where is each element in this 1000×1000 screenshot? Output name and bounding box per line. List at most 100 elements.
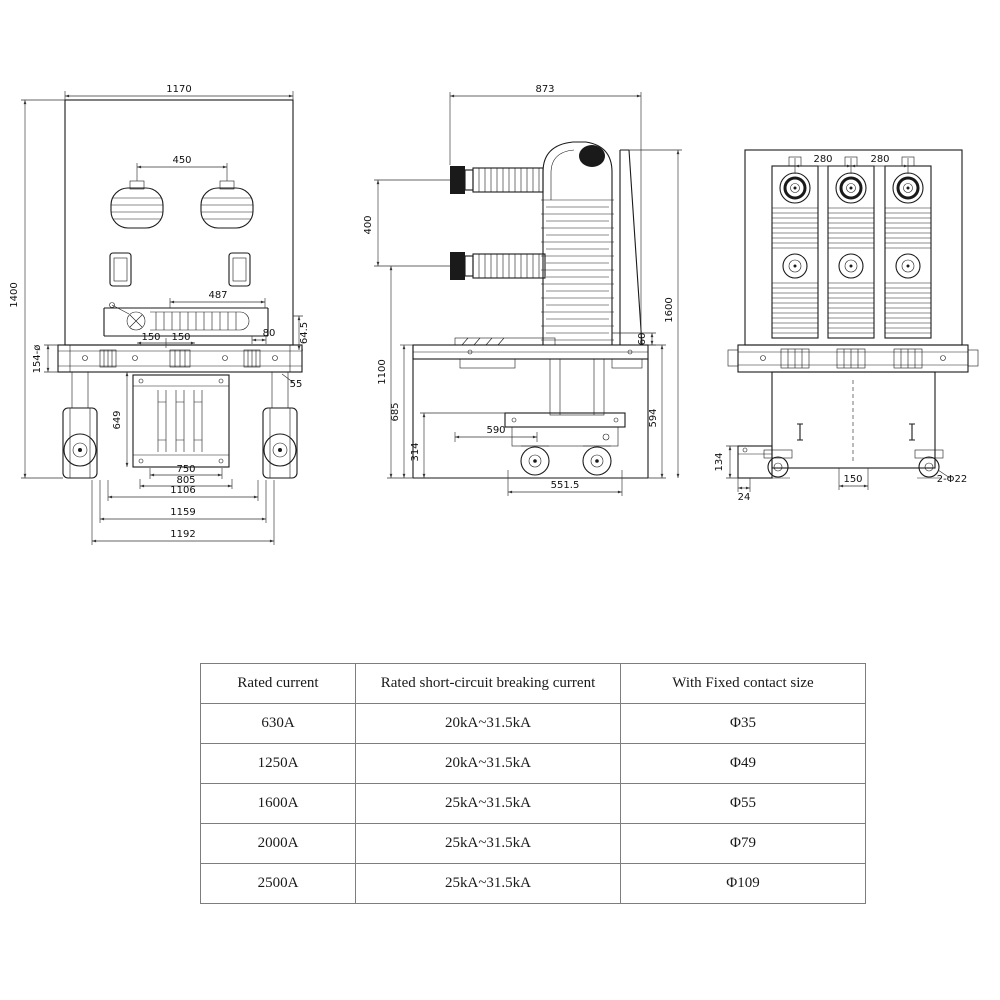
cell-rated-current: 2500A [200,863,356,904]
dim-label-side-height-594: 594 [648,408,659,427]
cell-rated-current: 1600A [200,783,356,824]
side-chassis [412,337,649,479]
dim-front-linkage-width: 487 [169,290,266,308]
rear-pole-2 [826,155,876,340]
dim-rear-width-150: 150 [838,468,869,490]
front-wheel-left [62,372,98,479]
col-header-contact-size: With Fixed contact size [620,663,866,704]
dim-label-front-pitch-150-a: 150 [141,332,160,343]
rear-caster-right [914,449,944,479]
dim-label-rear-offset-24: 24 [738,492,751,503]
col-header-rated-current: Rated current [200,663,356,704]
dim-label-side-height-1100: 1100 [377,359,388,384]
dim-front-edge-64-5: 64.5 [293,315,310,351]
front-window-right [228,252,251,287]
cell-rated-current: 630A [200,703,356,744]
dim-front-width-1159: 1159 [99,480,267,523]
table-row-2000a: 2000A 25kA~31.5kA Φ79 [200,823,866,864]
dim-side-offset-60: 60 [612,333,656,346]
dim-front-offset-80: 80 [251,328,276,344]
dim-label-front-linkage-width: 487 [208,290,227,301]
dim-label-front-overall-width: 1170 [166,84,191,95]
dim-front-hole-154: 154-ø [32,345,58,374]
dim-label-side-offset-60: 60 [637,333,648,346]
side-pole [541,141,614,345]
dim-rear-height-134: 134 [714,445,738,479]
table-row-1250a: 1250A 20kA~31.5kA Φ49 [200,743,866,784]
rear-accessory-box [737,445,773,479]
dim-label-front-gap-55: 55 [290,379,303,390]
cell-breaking-current: 25kA~31.5kA [355,783,621,824]
dim-rear-mounting-holes: 2-Φ22 [937,469,968,485]
front-interlock-mechanism [103,302,269,337]
dim-label-rear-height-134: 134 [714,452,725,471]
dim-label-side-height-685: 685 [390,402,401,421]
dim-rear-offset-24: 24 [738,478,751,503]
rear-caster-left [763,449,793,479]
dim-label-front-width-1106: 1106 [170,485,195,496]
cell-contact-size: Φ55 [620,783,866,824]
dim-side-arm-spacing-400: 400 [363,179,450,267]
cell-rated-current: 2000A [200,823,356,864]
dim-label-front-edge-64-5: 64.5 [299,322,310,344]
dim-rear-pole-pitch: 280 280 [794,154,909,174]
cell-contact-size: Φ49 [620,743,866,784]
dim-label-rear-width-150: 150 [843,474,862,485]
cell-contact-size: Φ109 [620,863,866,904]
dim-label-side-overall-depth: 873 [535,84,554,95]
dim-front-overall-width: 1170 [64,84,294,100]
cell-rated-current: 1250A [200,743,356,784]
rear-view: 280 280 134 24 150 2-Φ22 [714,149,979,503]
dim-label-rear-pole-pitch-a: 280 [813,154,832,165]
dim-label-side-width-590: 590 [486,425,505,436]
dim-label-front-width-805: 805 [176,475,195,486]
dim-front-width-750: 750 [149,464,223,479]
rear-pole-3 [883,155,933,340]
table-row-1600a: 1600A 25kA~31.5kA Φ55 [200,783,866,824]
cell-breaking-current: 20kA~31.5kA [355,703,621,744]
dim-label-rear-mounting-holes: 2-Φ22 [937,474,968,485]
dim-side-height-1100: 1100 [377,266,413,479]
dim-front-width-805: 805 [139,475,233,489]
front-frame-beam [57,344,303,373]
dim-label-side-arm-spacing-400: 400 [363,215,374,234]
front-insulator-left [110,180,164,229]
dim-label-front-width-1159: 1159 [170,507,195,518]
cell-breaking-current: 25kA~31.5kA [355,863,621,904]
dim-label-front-offset-80: 80 [263,328,276,339]
dim-label-front-width-1192: 1192 [170,529,195,540]
cell-contact-size: Φ79 [620,823,866,864]
dim-side-width-590: 590 [454,425,538,442]
dim-side-height-685: 685 [390,344,413,478]
dim-front-bushing-spacing: 450 [136,155,228,181]
side-trolley [504,412,626,476]
dim-side-overall-height-1600: 1600 [629,149,682,478]
dim-label-rear-pole-pitch-b: 280 [870,154,889,165]
cell-contact-size: Φ35 [620,703,866,744]
dim-label-front-hole-154: 154-ø [32,345,43,374]
side-upper-bushing [450,166,544,194]
dim-side-overall-depth: 873 [449,84,642,345]
col-header-breaking-current: Rated short-circuit breaking current [355,663,621,704]
front-wheel-right [262,372,298,479]
dim-side-height-594: 594 [648,344,666,479]
front-window-left [109,252,132,287]
dim-front-width-1192: 1192 [91,480,275,545]
cell-breaking-current: 25kA~31.5kA [355,823,621,864]
dim-front-gap-55: 55 [281,373,303,390]
side-lower-bushing [450,252,546,280]
side-mechanism-housing [619,149,643,346]
rear-frame-beam [727,344,979,373]
cell-breaking-current: 20kA~31.5kA [355,743,621,784]
rear-pole-1 [770,155,820,340]
dim-front-width-1106: 1106 [107,480,259,501]
dim-label-side-height-314: 314 [410,442,421,461]
front-mechanism-cabinet [132,374,230,468]
dim-label-front-frame-height-649: 649 [112,410,123,429]
rear-cabinet [771,371,936,469]
table-header-row: Rated current Rated short-circuit breaki… [200,663,866,704]
dim-label-front-overall-height: 1400 [9,282,20,307]
spec-table: Rated current Rated short-circuit breaki… [200,663,866,904]
dim-front-pitch-150: 150 150 [137,332,195,348]
